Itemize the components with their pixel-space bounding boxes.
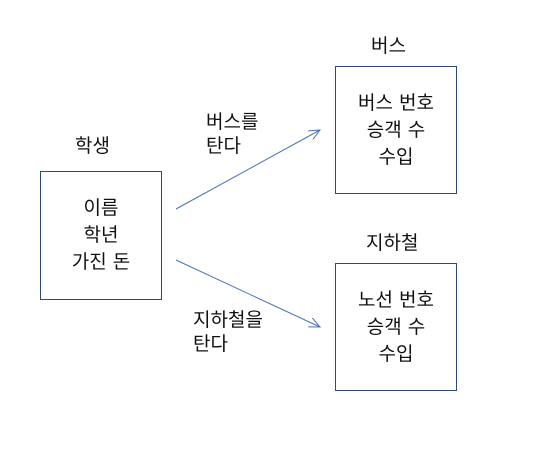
- bus-attr-revenue: 수입: [378, 145, 414, 168]
- student-title: 학생: [75, 135, 110, 157]
- subway-attr-revenue: 수입: [378, 342, 414, 365]
- edge-label-ride-bus-line2: 탄다: [206, 135, 241, 157]
- edge-label-ride-bus: 버스를 탄다: [206, 110, 258, 158]
- edge-label-ride-subway: 지하철을 탄다: [193, 308, 263, 356]
- bus-box: 버스 번호 승객 수 수입: [335, 66, 457, 194]
- student-attr-grade: 학년: [83, 224, 119, 246]
- bus-attr-passengers: 승객 수: [366, 118, 426, 141]
- subway-attr-passengers: 승객 수: [366, 315, 426, 338]
- edge-label-ride-subway-line1: 지하철을: [193, 309, 263, 331]
- subway-box: 노선 번호 승객 수 수입: [335, 263, 457, 391]
- student-attr-money: 가진 돈: [71, 251, 131, 273]
- arrow-student-to-subway: [175, 259, 320, 327]
- arrow-student-to-bus: [175, 130, 320, 210]
- bus-title: 버스: [371, 35, 406, 57]
- edge-label-ride-subway-line2: 탄다: [193, 333, 228, 355]
- edge-label-ride-bus-line1: 버스를: [206, 111, 259, 133]
- bus-attr-number: 버스 번호: [358, 91, 434, 114]
- student-box: 이름 학년 가진 돈: [40, 171, 162, 300]
- subway-title: 지하철: [366, 232, 419, 254]
- subway-attr-line-number: 노선 번호: [358, 288, 434, 311]
- student-attr-name: 이름: [83, 197, 119, 219]
